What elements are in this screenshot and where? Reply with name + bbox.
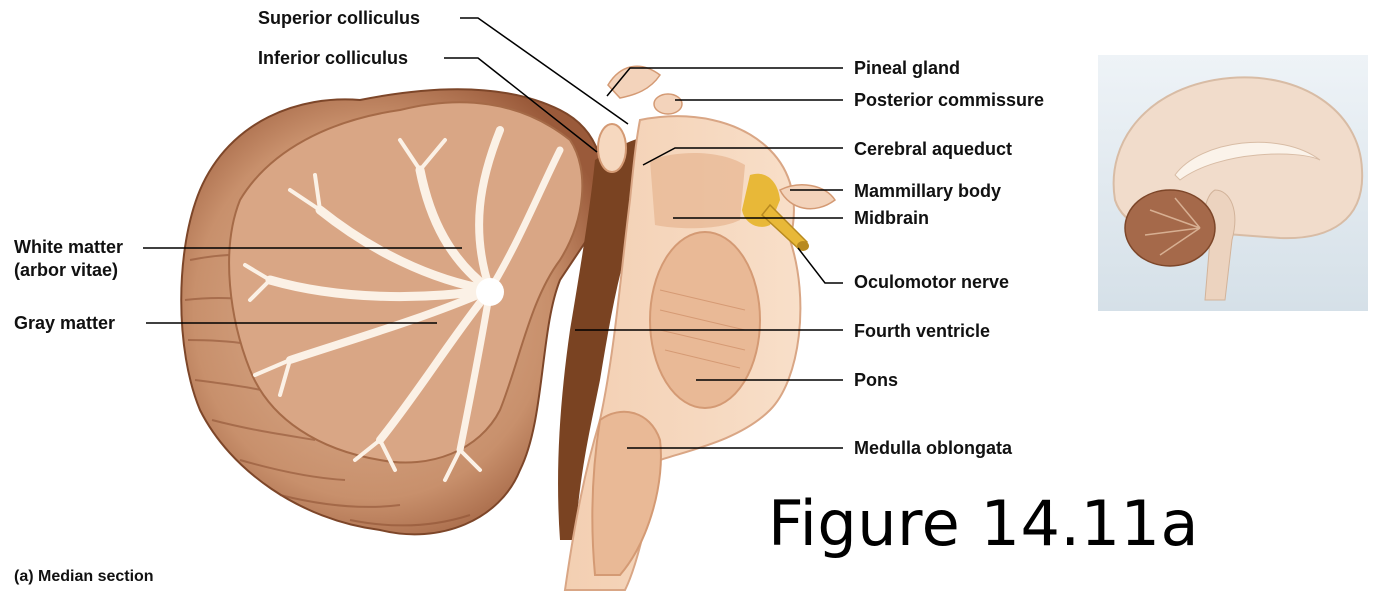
pons-block: [650, 232, 760, 408]
posterior-commissure-shape: [654, 94, 682, 114]
label-oculomotor-nerve: Oculomotor nerve: [854, 271, 1009, 293]
label-mammillary-body: Mammillary body: [854, 180, 1001, 202]
label-fourth-ventricle: Fourth ventricle: [854, 320, 990, 342]
label-pons: Pons: [854, 369, 898, 391]
label-medulla-oblongata: Medulla oblongata: [854, 437, 1012, 459]
label-white-matter: White matter: [14, 236, 123, 258]
label-midbrain: Midbrain: [854, 207, 929, 229]
label-pineal-gland: Pineal gland: [854, 57, 960, 79]
arbor-vitae-center: [476, 278, 504, 306]
figure-title: Figure 14.11a: [768, 487, 1199, 560]
label-cerebral-aqueduct: Cerebral aqueduct: [854, 138, 1012, 160]
medulla-block: [592, 412, 661, 575]
label-inferior-colliculus: Inferior colliculus: [258, 47, 408, 69]
label-arbor-vitae: (arbor vitae): [14, 259, 118, 281]
colliculi: [598, 124, 626, 172]
midbrain-block: [650, 153, 745, 228]
figure-caption: (a) Median section: [14, 568, 154, 586]
pineal-gland-shape: [608, 66, 660, 98]
label-superior-colliculus: Superior colliculus: [258, 7, 420, 29]
inset-cerebellum: [1125, 190, 1215, 266]
label-posterior-commissure: Posterior commissure: [854, 89, 1044, 111]
label-gray-matter: Gray matter: [14, 312, 115, 334]
